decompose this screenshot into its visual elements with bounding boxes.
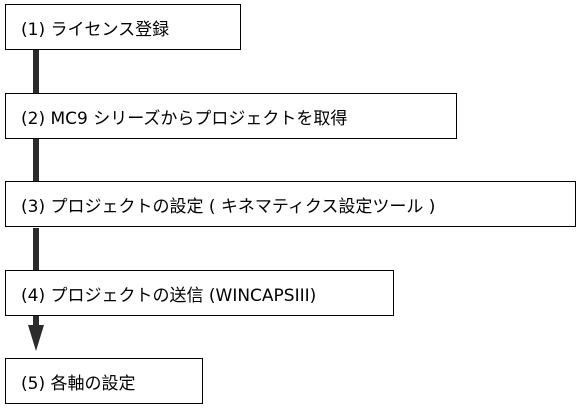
step-5-label: (5) 各軸の設定 bbox=[21, 373, 136, 394]
arrowhead bbox=[28, 325, 44, 351]
step-2-box: (2) MC9 シリーズからプロジェクトを取得 bbox=[5, 93, 457, 139]
step-1-box: (1) ライセンス登録 bbox=[5, 4, 241, 50]
connector-2-3 bbox=[33, 139, 39, 182]
step-1-label: (1) ライセンス登録 bbox=[21, 19, 170, 40]
step-2-label: (2) MC9 シリーズからプロジェクトを取得 bbox=[21, 108, 348, 129]
step-3-box: (3) プロジェクトの設定 ( キネマティクス設定ツール ) bbox=[5, 181, 576, 227]
connector-3-4 bbox=[33, 228, 39, 271]
step-5-box: (5) 各軸の設定 bbox=[5, 358, 203, 404]
connector-1-2 bbox=[33, 50, 39, 94]
step-4-label: (4) プロジェクトの送信 (WINCAPSIII) bbox=[21, 285, 317, 306]
step-4-box: (4) プロジェクトの送信 (WINCAPSIII) bbox=[5, 270, 394, 316]
step-3-label: (3) プロジェクトの設定 ( キネマティクス設定ツール ) bbox=[21, 196, 436, 217]
connector-4-5 bbox=[33, 316, 39, 328]
